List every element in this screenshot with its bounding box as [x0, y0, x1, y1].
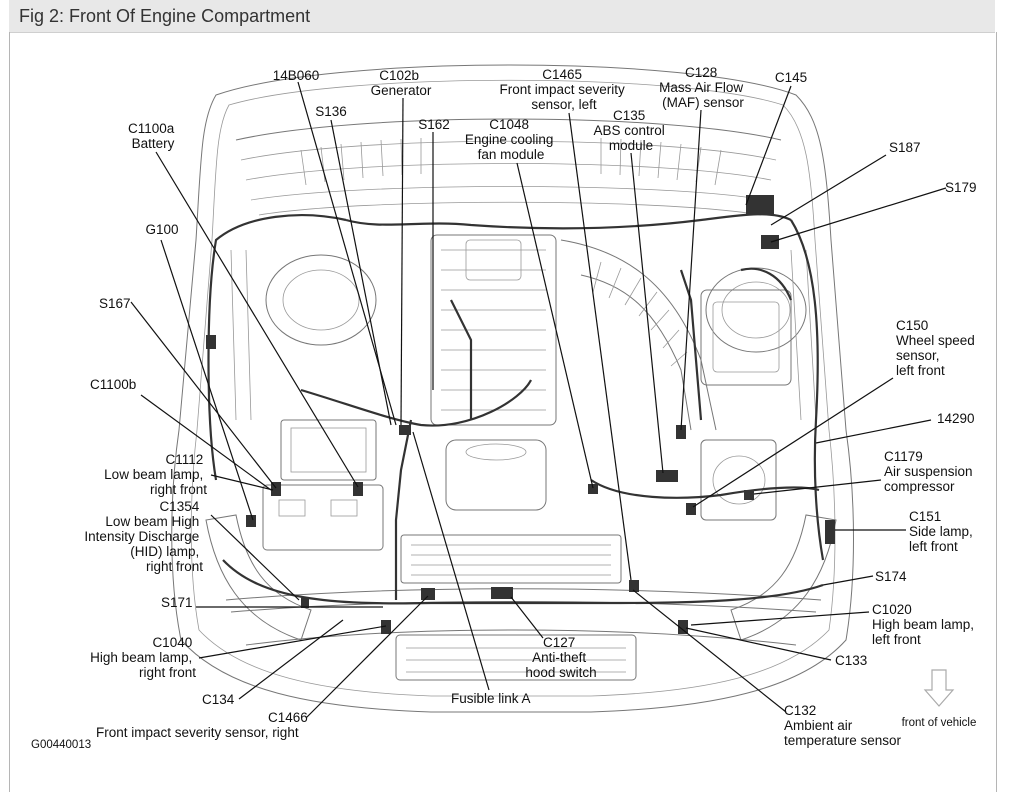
label-s179: S179 [945, 180, 977, 195]
label-c1040: C1040 High beam lamp, right front [90, 635, 196, 680]
label-c133: C133 [835, 653, 867, 668]
engine-compartment-drawing [171, 64, 854, 713]
label-c135: C135 ABS control module [593, 108, 668, 153]
label-14290: 14290 [937, 411, 975, 426]
label-c1354: C1354 Low beam High Intensity Discharge … [84, 499, 203, 574]
label-s136: S136 [315, 104, 347, 119]
label-s171: S171 [161, 595, 193, 610]
label-s174: S174 [875, 569, 907, 584]
label-c134: C134 [202, 692, 235, 707]
figure-id: G00440013 [31, 739, 91, 751]
label-c128: C128 Mass Air Flow (MAF) sensor [659, 65, 747, 110]
label-c150: C150 Wheel speed sensor, left front [896, 318, 979, 378]
label-s187: S187 [889, 140, 921, 155]
page-title: Fig 2: Front Of Engine Compartment [19, 6, 311, 26]
label-c1112: C1112 Low beam lamp, right front [104, 452, 207, 497]
label-c127: C127 Anti-theft hood switch [525, 635, 596, 680]
wiring-harness [207, 213, 825, 605]
label-c1048: C1048 Engine cooling fan module [465, 117, 557, 162]
label-c102b: C102b Generator [371, 68, 432, 98]
label-g100: G100 [145, 222, 178, 237]
connectors [206, 195, 835, 634]
engine-compartment-diagram: 14B060 C102b Generator S136 S162 C1465 F… [31, 64, 979, 751]
title-bar: Fig 2: Front Of Engine Compartment [9, 0, 995, 33]
leader-lines [130, 81, 947, 719]
front-of-vehicle-label: front of vehicle [902, 717, 977, 729]
label-s162: S162 [418, 117, 450, 132]
label-c1466: C1466 Front impact severity sensor, righ… [96, 710, 312, 740]
label-14b060: 14B060 [273, 68, 320, 83]
label-c132: C132 Ambient air temperature sensor [784, 703, 902, 748]
label-c1100b: C1100b [90, 377, 136, 392]
label-fusible-link-a: Fusible link A [451, 691, 531, 706]
label-c151: C151 Side lamp, left front [909, 509, 977, 554]
callout-labels: 14B060 C102b Generator S136 S162 C1465 F… [31, 65, 979, 751]
label-c1020: C1020 High beam lamp, left front [872, 602, 978, 647]
down-arrow-icon [923, 669, 955, 707]
orientation-indicator: front of vehicle [902, 669, 977, 729]
hood-outline [171, 64, 854, 713]
label-c1179: C1179 Air suspension compressor [884, 449, 976, 494]
label-s167: S167 [99, 296, 131, 311]
label-c1100a: C1100a Battery [128, 121, 178, 151]
diagram-frame: 14B060 C102b Generator S136 S162 C1465 F… [9, 32, 997, 792]
label-c1465: C1465 Front impact severity sensor, left [499, 67, 628, 112]
label-c145: C145 [775, 70, 807, 85]
